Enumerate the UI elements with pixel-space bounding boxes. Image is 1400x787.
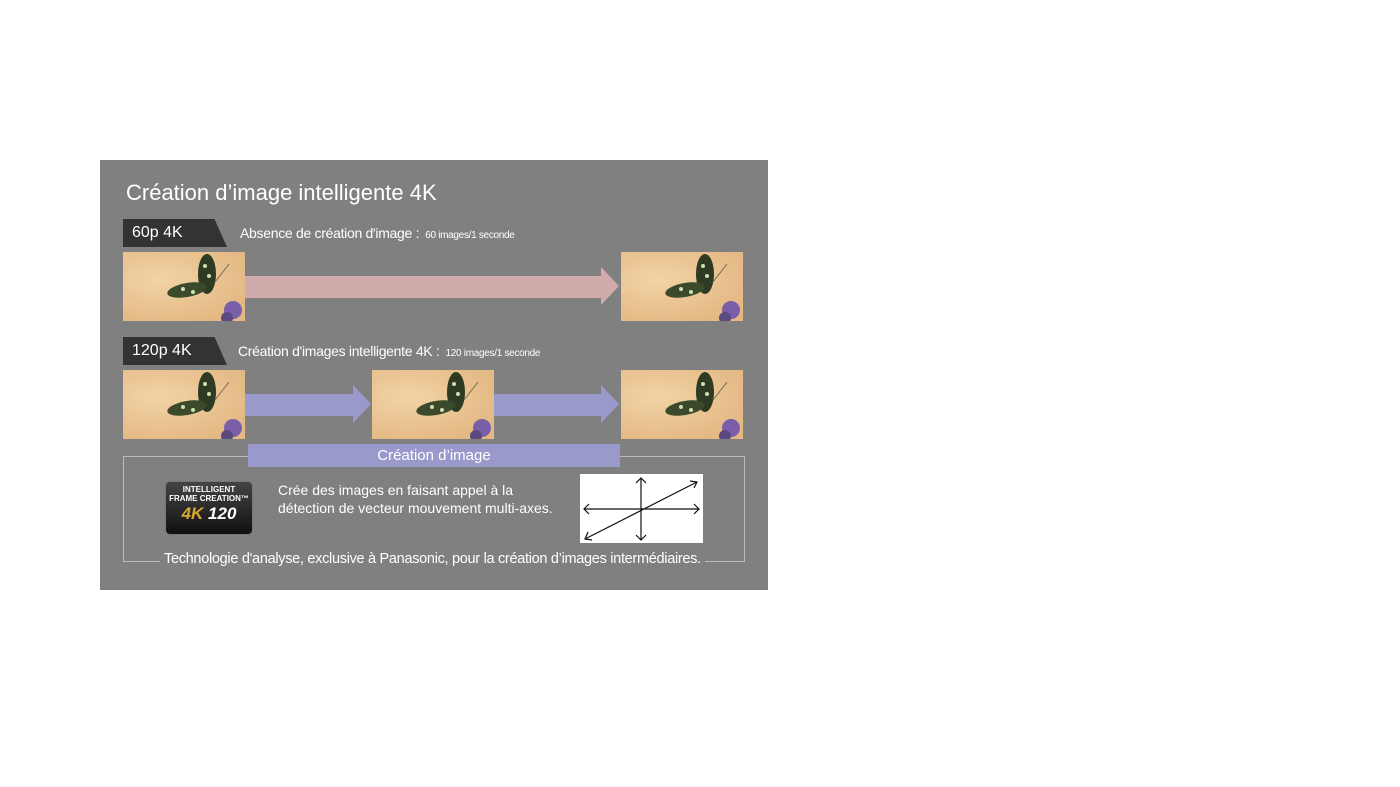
- frame-image: [621, 252, 743, 321]
- panel-title: Création d’image intelligente 4K: [126, 180, 437, 205]
- badge-line1: INTELLIGENT: [182, 485, 236, 494]
- badge-line2: FRAME CREATION™: [169, 494, 249, 503]
- frame-image: [123, 252, 245, 321]
- frame-image: [621, 370, 743, 439]
- row1-rate: 60 images/1 seconde: [425, 230, 515, 241]
- footer-text: Technologie d'analyse, exclusive à Panas…: [160, 551, 705, 567]
- row2-rate: 120 images/1 seconde: [445, 348, 541, 359]
- ifc-4k120-badge-logo: INTELLIGENT FRAME CREATION™ 4K 120: [165, 481, 253, 535]
- tag-120p: 120p 4K: [123, 337, 227, 365]
- motion-vector-diagram: [580, 474, 703, 543]
- frame-image: [123, 370, 245, 439]
- row1-label-text: Absence de création d'image :: [240, 225, 420, 241]
- arrow-120p-2: [494, 385, 619, 423]
- intelligent-frame-creation-panel: Création d’image intelligente 4K 60p 4K …: [100, 160, 768, 590]
- description: Crée des images en faisant appel à la dé…: [278, 482, 553, 516]
- creation-bar: Création d’image: [248, 444, 620, 467]
- arrow-60p: [245, 267, 619, 305]
- tag-60p: 60p 4K: [123, 219, 227, 247]
- row1-label: Absence de création d'image : 60 images/1…: [240, 225, 515, 241]
- interpolated-frame-image: [372, 370, 494, 439]
- arrow-120p-1: [245, 385, 371, 423]
- row2-label-text: Création d'images intelligente 4K :: [238, 343, 440, 359]
- row2-label: Création d'images intelligente 4K : 120 i…: [238, 343, 540, 359]
